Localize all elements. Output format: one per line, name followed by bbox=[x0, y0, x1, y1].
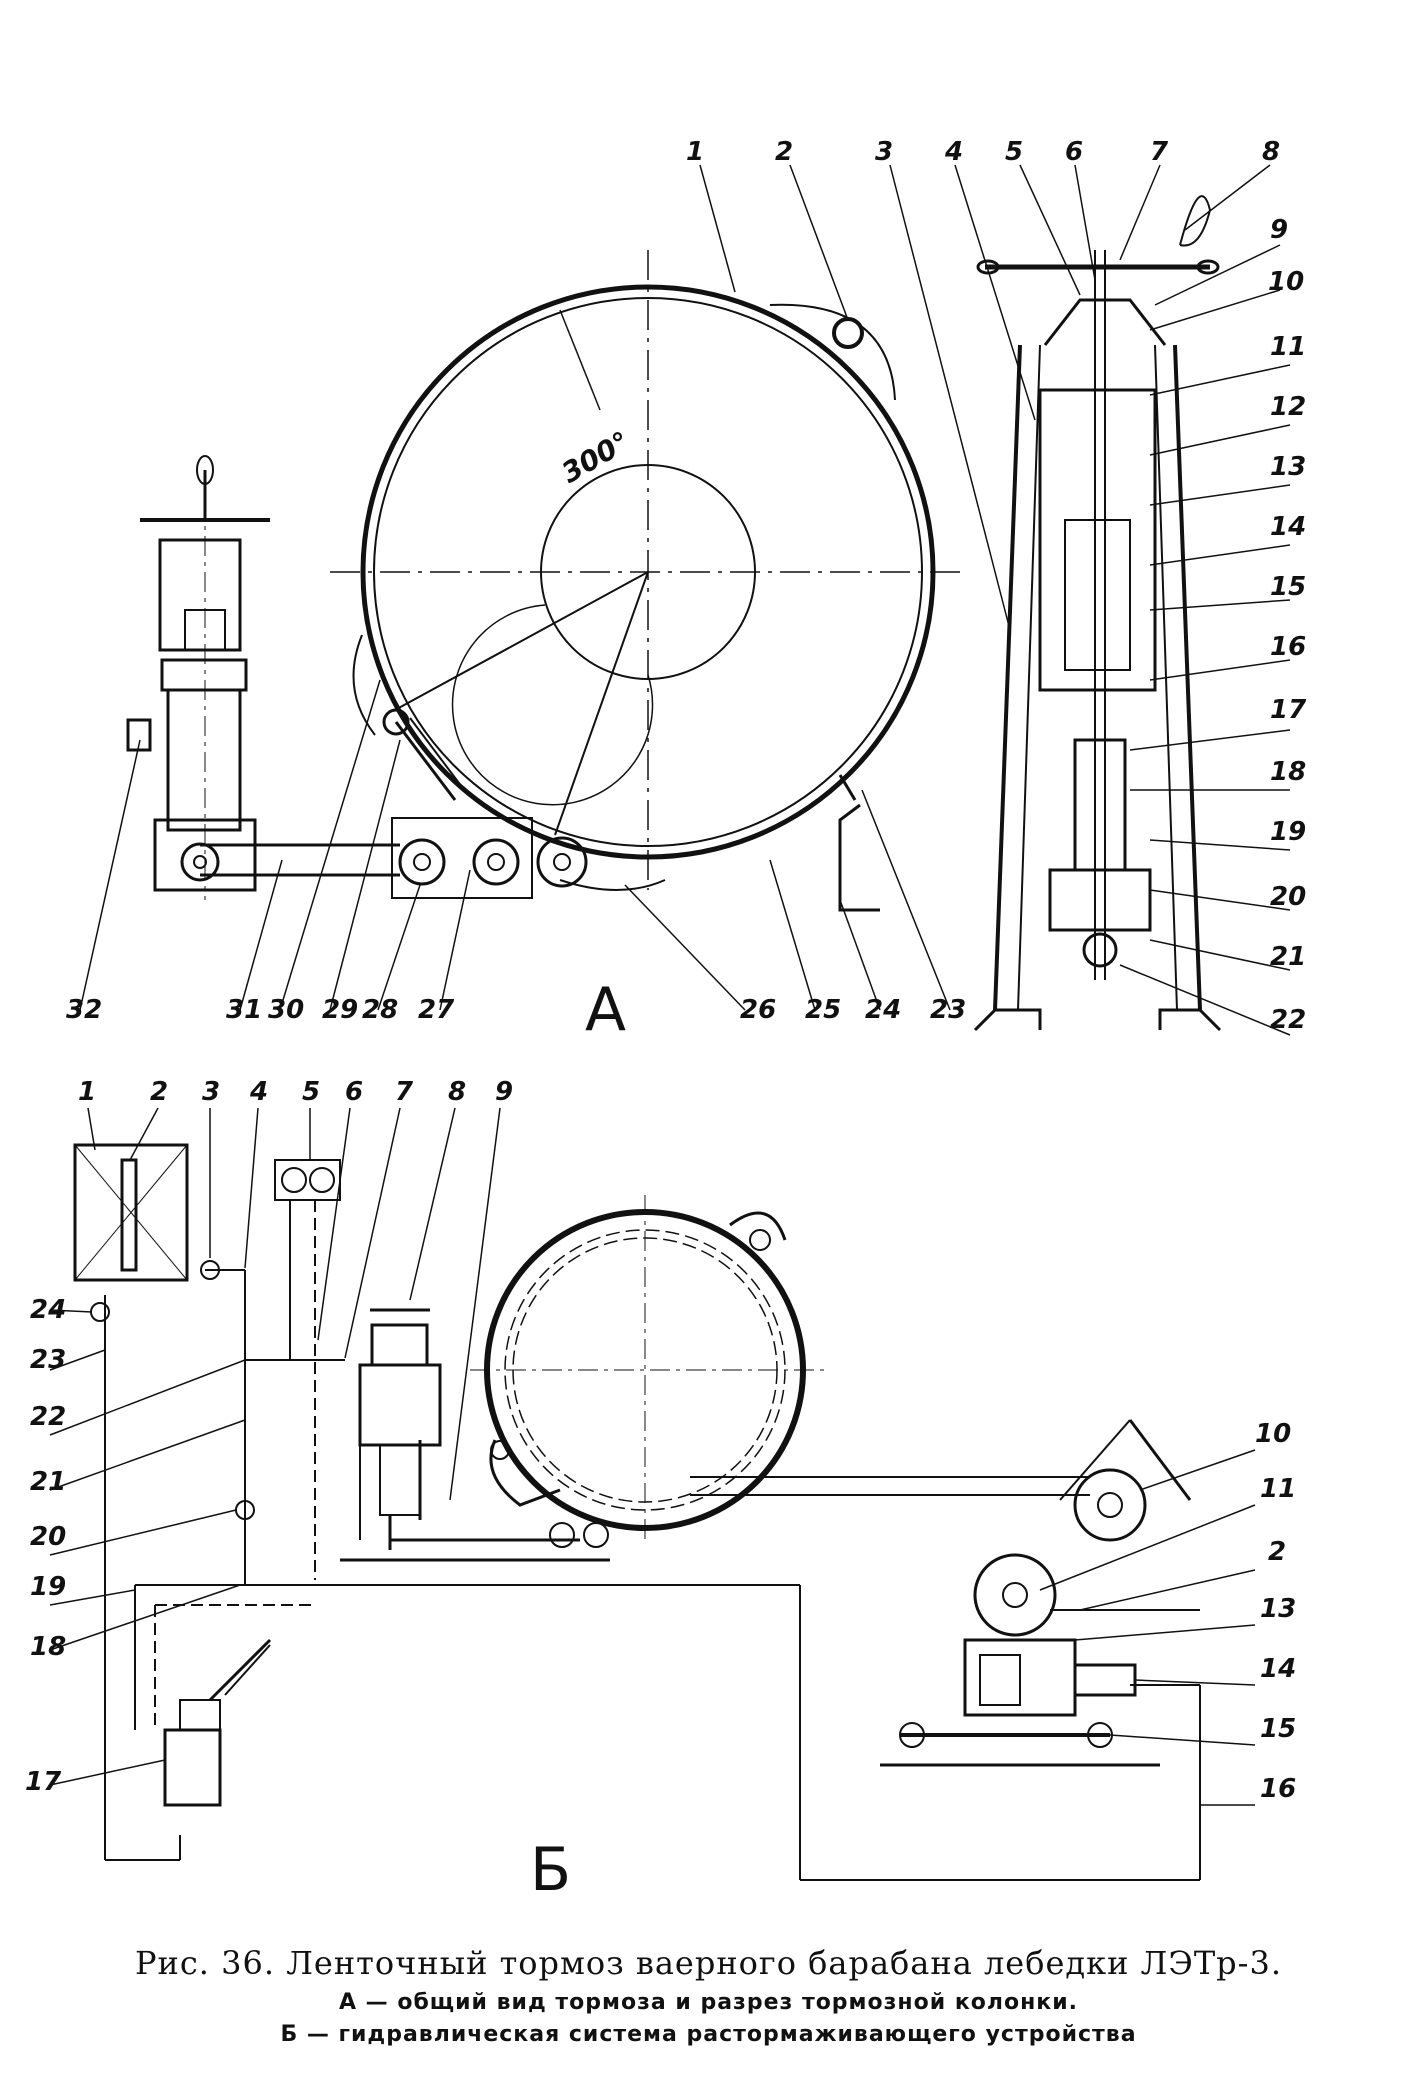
drum-b bbox=[470, 1195, 830, 1545]
label-b-1: 1 bbox=[78, 1077, 96, 1107]
label-b-12: 2 bbox=[1268, 1537, 1286, 1567]
label-a-4: 4 bbox=[944, 137, 963, 167]
label-b-7: 7 bbox=[395, 1077, 414, 1107]
label-a-13: 13 bbox=[1270, 452, 1306, 482]
brake-column-section bbox=[973, 195, 1222, 1032]
label-a-16: 16 bbox=[1270, 632, 1306, 662]
label-a-22: 22 bbox=[1270, 1005, 1306, 1035]
left-brake-column bbox=[126, 455, 270, 900]
label-a-29: 29 bbox=[322, 995, 358, 1025]
label-b-19: 19 bbox=[30, 1572, 66, 1602]
label-b-3: 3 bbox=[202, 1077, 220, 1107]
label-a-7: 7 bbox=[1150, 137, 1169, 167]
label-b-8: 8 bbox=[448, 1077, 466, 1107]
brake-linkage bbox=[200, 708, 880, 912]
label-a-28: 28 bbox=[362, 995, 398, 1025]
label-b-9: 9 bbox=[495, 1077, 513, 1107]
hand-pump bbox=[163, 1638, 272, 1807]
label-a-18: 18 bbox=[1270, 757, 1306, 787]
label-b-4: 4 bbox=[249, 1077, 268, 1107]
view-a bbox=[79, 164, 1291, 1036]
label-b-13: 13 bbox=[1260, 1594, 1296, 1624]
label-a-8: 8 bbox=[1262, 137, 1280, 167]
label-a-32: 32 bbox=[66, 995, 102, 1025]
label-a-10: 10 bbox=[1268, 267, 1304, 297]
control-valve bbox=[358, 1308, 442, 1550]
label-b-14: 14 bbox=[1260, 1654, 1296, 1684]
oil-tank bbox=[73, 1143, 189, 1282]
label-b-15: 15 bbox=[1260, 1714, 1296, 1744]
label-a-19: 19 bbox=[1270, 817, 1306, 847]
label-a-1: 1 bbox=[686, 137, 704, 167]
label-a-9: 9 bbox=[1270, 215, 1288, 245]
label-a-5: 5 bbox=[1005, 137, 1023, 167]
label-b-10: 10 bbox=[1255, 1419, 1291, 1449]
label-a-6: 6 bbox=[1065, 137, 1083, 167]
label-a-11: 11 bbox=[1270, 332, 1306, 362]
label-a-21: 21 bbox=[1270, 942, 1306, 972]
label-a-14: 14 bbox=[1270, 512, 1306, 542]
label-a-20: 20 bbox=[1270, 882, 1306, 912]
pressure-gauges bbox=[274, 1159, 341, 1201]
label-b-11: 11 bbox=[1260, 1474, 1296, 1504]
hydraulic-pipes bbox=[104, 1200, 1201, 1881]
label-a-3: 3 bbox=[875, 137, 893, 167]
label-b-21: 21 bbox=[30, 1467, 66, 1497]
figure-caption-title: Рис. 36. Ленточный тормоз ваерного бараб… bbox=[135, 1944, 1282, 1982]
leader-lines-b bbox=[49, 1107, 1256, 1806]
figure-caption-b: Б — гидравлическая система растормаживаю… bbox=[280, 2022, 1137, 2047]
label-b-6: 6 bbox=[345, 1077, 363, 1107]
brake-drum bbox=[330, 250, 960, 890]
label-a-17: 17 bbox=[1270, 695, 1307, 725]
label-b-5: 5 bbox=[302, 1077, 320, 1107]
label-b-2: 2 bbox=[150, 1077, 168, 1107]
label-b-23: 23 bbox=[30, 1345, 66, 1375]
view-a-letter: А bbox=[585, 975, 626, 1045]
figure-caption-a: А — общий вид тормоза и разрез тормозной… bbox=[338, 1990, 1078, 2015]
leader-lines-a bbox=[79, 164, 1291, 1036]
label-a-26: 26 bbox=[740, 995, 776, 1025]
angle-label: 300° bbox=[556, 425, 635, 490]
label-b-24: 24 bbox=[30, 1295, 66, 1325]
label-a-25: 25 bbox=[805, 995, 841, 1025]
label-b-17: 17 bbox=[25, 1767, 62, 1797]
labels-a: 300° 1 2 3 4 5 6 7 8 9 10 11 12 13 14 15… bbox=[66, 137, 1307, 1045]
sheave-assembly bbox=[880, 1419, 1200, 1767]
label-a-30: 30 bbox=[268, 995, 304, 1025]
label-a-15: 15 bbox=[1270, 572, 1306, 602]
label-a-2: 2 bbox=[775, 137, 793, 167]
label-a-12: 12 bbox=[1270, 392, 1306, 422]
label-b-18: 18 bbox=[30, 1632, 66, 1662]
label-a-27: 27 bbox=[418, 995, 455, 1025]
level-gauge bbox=[120, 1158, 138, 1272]
label-b-16: 16 bbox=[1260, 1774, 1296, 1804]
label-a-23: 23 bbox=[930, 995, 966, 1025]
band-pin bbox=[832, 317, 864, 349]
label-b-22: 22 bbox=[30, 1402, 66, 1432]
label-a-31: 31 bbox=[226, 995, 262, 1025]
view-b bbox=[49, 1107, 1256, 1881]
view-b-letter: Б bbox=[530, 1835, 571, 1905]
labels-b: 1 2 3 4 5 6 7 8 9 10 11 2 13 14 15 16 17… bbox=[25, 1077, 1296, 1905]
label-a-24: 24 bbox=[865, 995, 901, 1025]
label-b-20: 20 bbox=[30, 1522, 66, 1552]
